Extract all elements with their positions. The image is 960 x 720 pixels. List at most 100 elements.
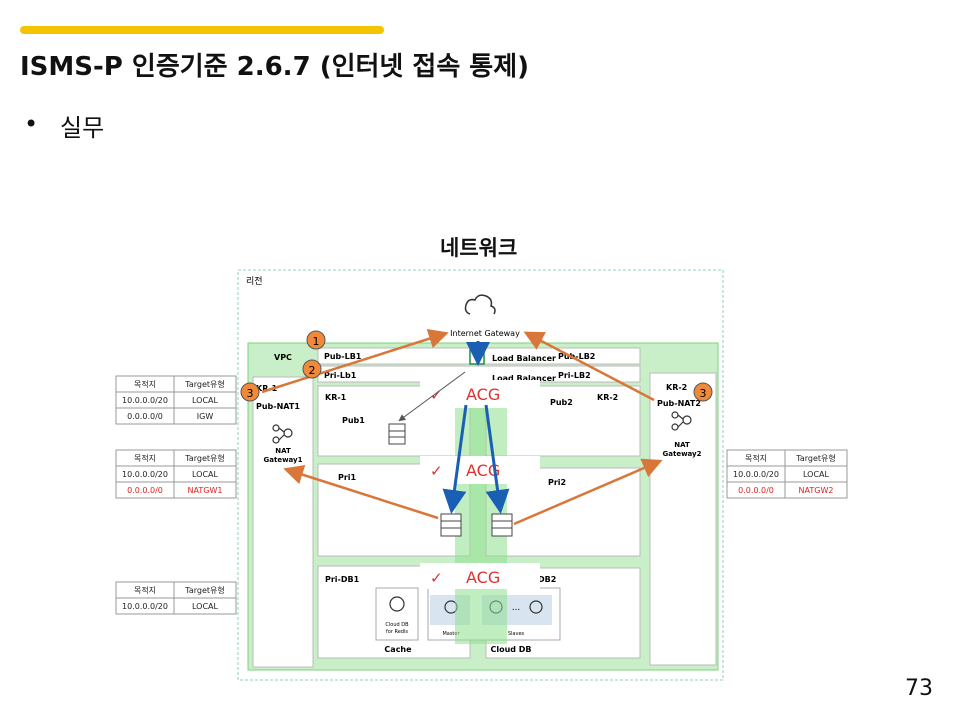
load-balancer-label-2: Load Balancer: [492, 374, 556, 383]
pub-nat2-label: Pub-NAT2: [657, 399, 701, 408]
pub1-server-icon: [388, 423, 406, 445]
route-table-header: 목적지: [134, 379, 156, 389]
route-table-value: LOCAL: [192, 470, 219, 479]
route-table-value: LOCAL: [192, 396, 219, 405]
acg-label-1: ACG: [466, 385, 500, 404]
route-table-value: IGW: [197, 412, 214, 421]
nat-gateway2-label-line1: NAT: [674, 441, 690, 449]
pri2-server-icon: [491, 513, 513, 537]
kr1-inner-label: KR-1: [325, 393, 347, 402]
marker-1-label: 1: [313, 335, 320, 348]
route-table-1-cell: [173, 407, 237, 425]
route-table-value: 10.0.0.0/20: [122, 396, 168, 405]
pub-lb2-label: Pub-LB2: [558, 352, 595, 361]
acg-label-2: ACG: [466, 461, 500, 480]
nat-gateway1-label-line1: NAT: [275, 447, 291, 455]
kr2-inner-label: KR-2: [597, 393, 618, 402]
kr2-label: KR-2: [666, 383, 687, 392]
route-table-header: Target유형: [795, 454, 835, 463]
acg-banner-2: [420, 456, 540, 484]
lb-to-pri2-arrow: [484, 404, 510, 514]
pub1-label: Pub1: [342, 416, 365, 425]
pub-nat1-label: Pub-NAT1: [256, 402, 300, 411]
bullet-dot: •: [24, 110, 39, 138]
marker-2: [302, 359, 322, 379]
slaves-ellipsis: ...: [512, 603, 521, 613]
route-table-value: 10.0.0.0/20: [122, 470, 168, 479]
bullet-text: 실무: [60, 114, 105, 142]
pri1-to-nat1-arrow: [283, 465, 439, 520]
nat-gateway1-label-line2: Gateway1: [264, 456, 303, 464]
pub-lb1-label: Pub-LB1: [324, 352, 362, 361]
route-table-value: LOCAL: [803, 470, 830, 479]
pri-db2-label: DB2: [538, 575, 556, 584]
acg-banner-1: [420, 380, 540, 408]
route-table-value: NATGW2: [799, 486, 834, 495]
pri-db1-label: Pri-DB1: [325, 575, 360, 584]
route-table-value: 10.0.0.0/20: [733, 470, 779, 479]
page-number: 73: [905, 676, 933, 701]
slide-title: ISMS-P 인증기준 2.6.7 (인터넷 접속 통제): [20, 52, 530, 82]
marker-3-right: [693, 382, 713, 402]
route-table-value: 0.0.0.0/0: [127, 486, 163, 495]
vpc-label: VPC: [274, 353, 292, 362]
route-table-3-cell: [173, 597, 237, 615]
route-table-4-cell: [784, 481, 848, 499]
redis-label-line2: for Redis: [386, 629, 408, 635]
lb-to-pub1-arrow: [398, 371, 466, 422]
kr1-zone: [252, 376, 314, 668]
cloud-db-label: Cloud DB: [490, 645, 531, 654]
nat-gateway1-icon: [272, 424, 293, 444]
pub2-label: Pub2: [550, 398, 573, 407]
acg-check-1: ✓: [430, 386, 443, 404]
master-label: Master: [442, 631, 460, 637]
region-label: 리전: [246, 276, 263, 287]
redis-label-line1: Cloud DB: [385, 622, 409, 628]
route-table-value: 0.0.0.0/0: [738, 486, 774, 495]
kr1-label: KR-1: [256, 384, 278, 393]
internet-gateway-icon: [464, 294, 496, 315]
marker-3-left: [240, 382, 260, 402]
marker-2-label: 2: [309, 364, 316, 377]
route-table-value: NATGW1: [188, 486, 223, 495]
diagram-title: 네트워크: [440, 236, 518, 260]
marker-3-right-label: 3: [700, 387, 707, 400]
internet-gateway-label: Internet Gateway: [450, 329, 520, 338]
title-accent-bar: [20, 26, 384, 34]
route-table-2-cell: [173, 481, 237, 499]
route-table-header: 목적지: [745, 453, 767, 463]
acg-check-2: ✓: [430, 462, 443, 480]
route-table-value: 0.0.0.0/0: [127, 412, 163, 421]
pri2-to-nat2-arrow: [513, 458, 663, 526]
pri2-label: Pri2: [548, 478, 566, 487]
pri-lb1-label: Pri-Lb1: [324, 371, 357, 380]
route-table-header: Target유형: [184, 454, 224, 463]
route-table-header: Target유형: [184, 380, 224, 389]
cache-label: Cache: [384, 645, 412, 654]
nat-gateway2-icon: [671, 411, 692, 431]
load-balancer-label: Load Balancer: [492, 354, 556, 363]
route-table-header: 목적지: [134, 585, 156, 595]
nat-gateway2-label-line2: Gateway2: [663, 450, 702, 458]
acg-label-3: ACG: [466, 568, 500, 587]
route-table-value: 10.0.0.0/20: [122, 602, 168, 611]
pri1-label: Pri1: [338, 473, 357, 482]
pri-lb2-label: Pri-LB2: [558, 371, 591, 380]
lb-to-pri1-arrow: [442, 404, 468, 514]
slaves-label: Slaves: [508, 631, 525, 637]
nat2-to-igw-arrow: [523, 331, 655, 402]
acg-check-3: ✓: [430, 569, 443, 587]
route-table-value: LOCAL: [192, 602, 219, 611]
kr2-zone: [649, 372, 717, 666]
route-table-header: Target유형: [184, 586, 224, 595]
slave-db-icon-2: [529, 600, 543, 614]
marker-3-left-label: 3: [247, 387, 254, 400]
redis-icon: [389, 596, 405, 612]
nat1-to-igw-arrow: [261, 329, 449, 394]
acg-banner-3: [420, 563, 540, 589]
route-table-header: 목적지: [134, 453, 156, 463]
marker-1: [306, 330, 326, 350]
pri1-server-icon: [440, 513, 462, 537]
